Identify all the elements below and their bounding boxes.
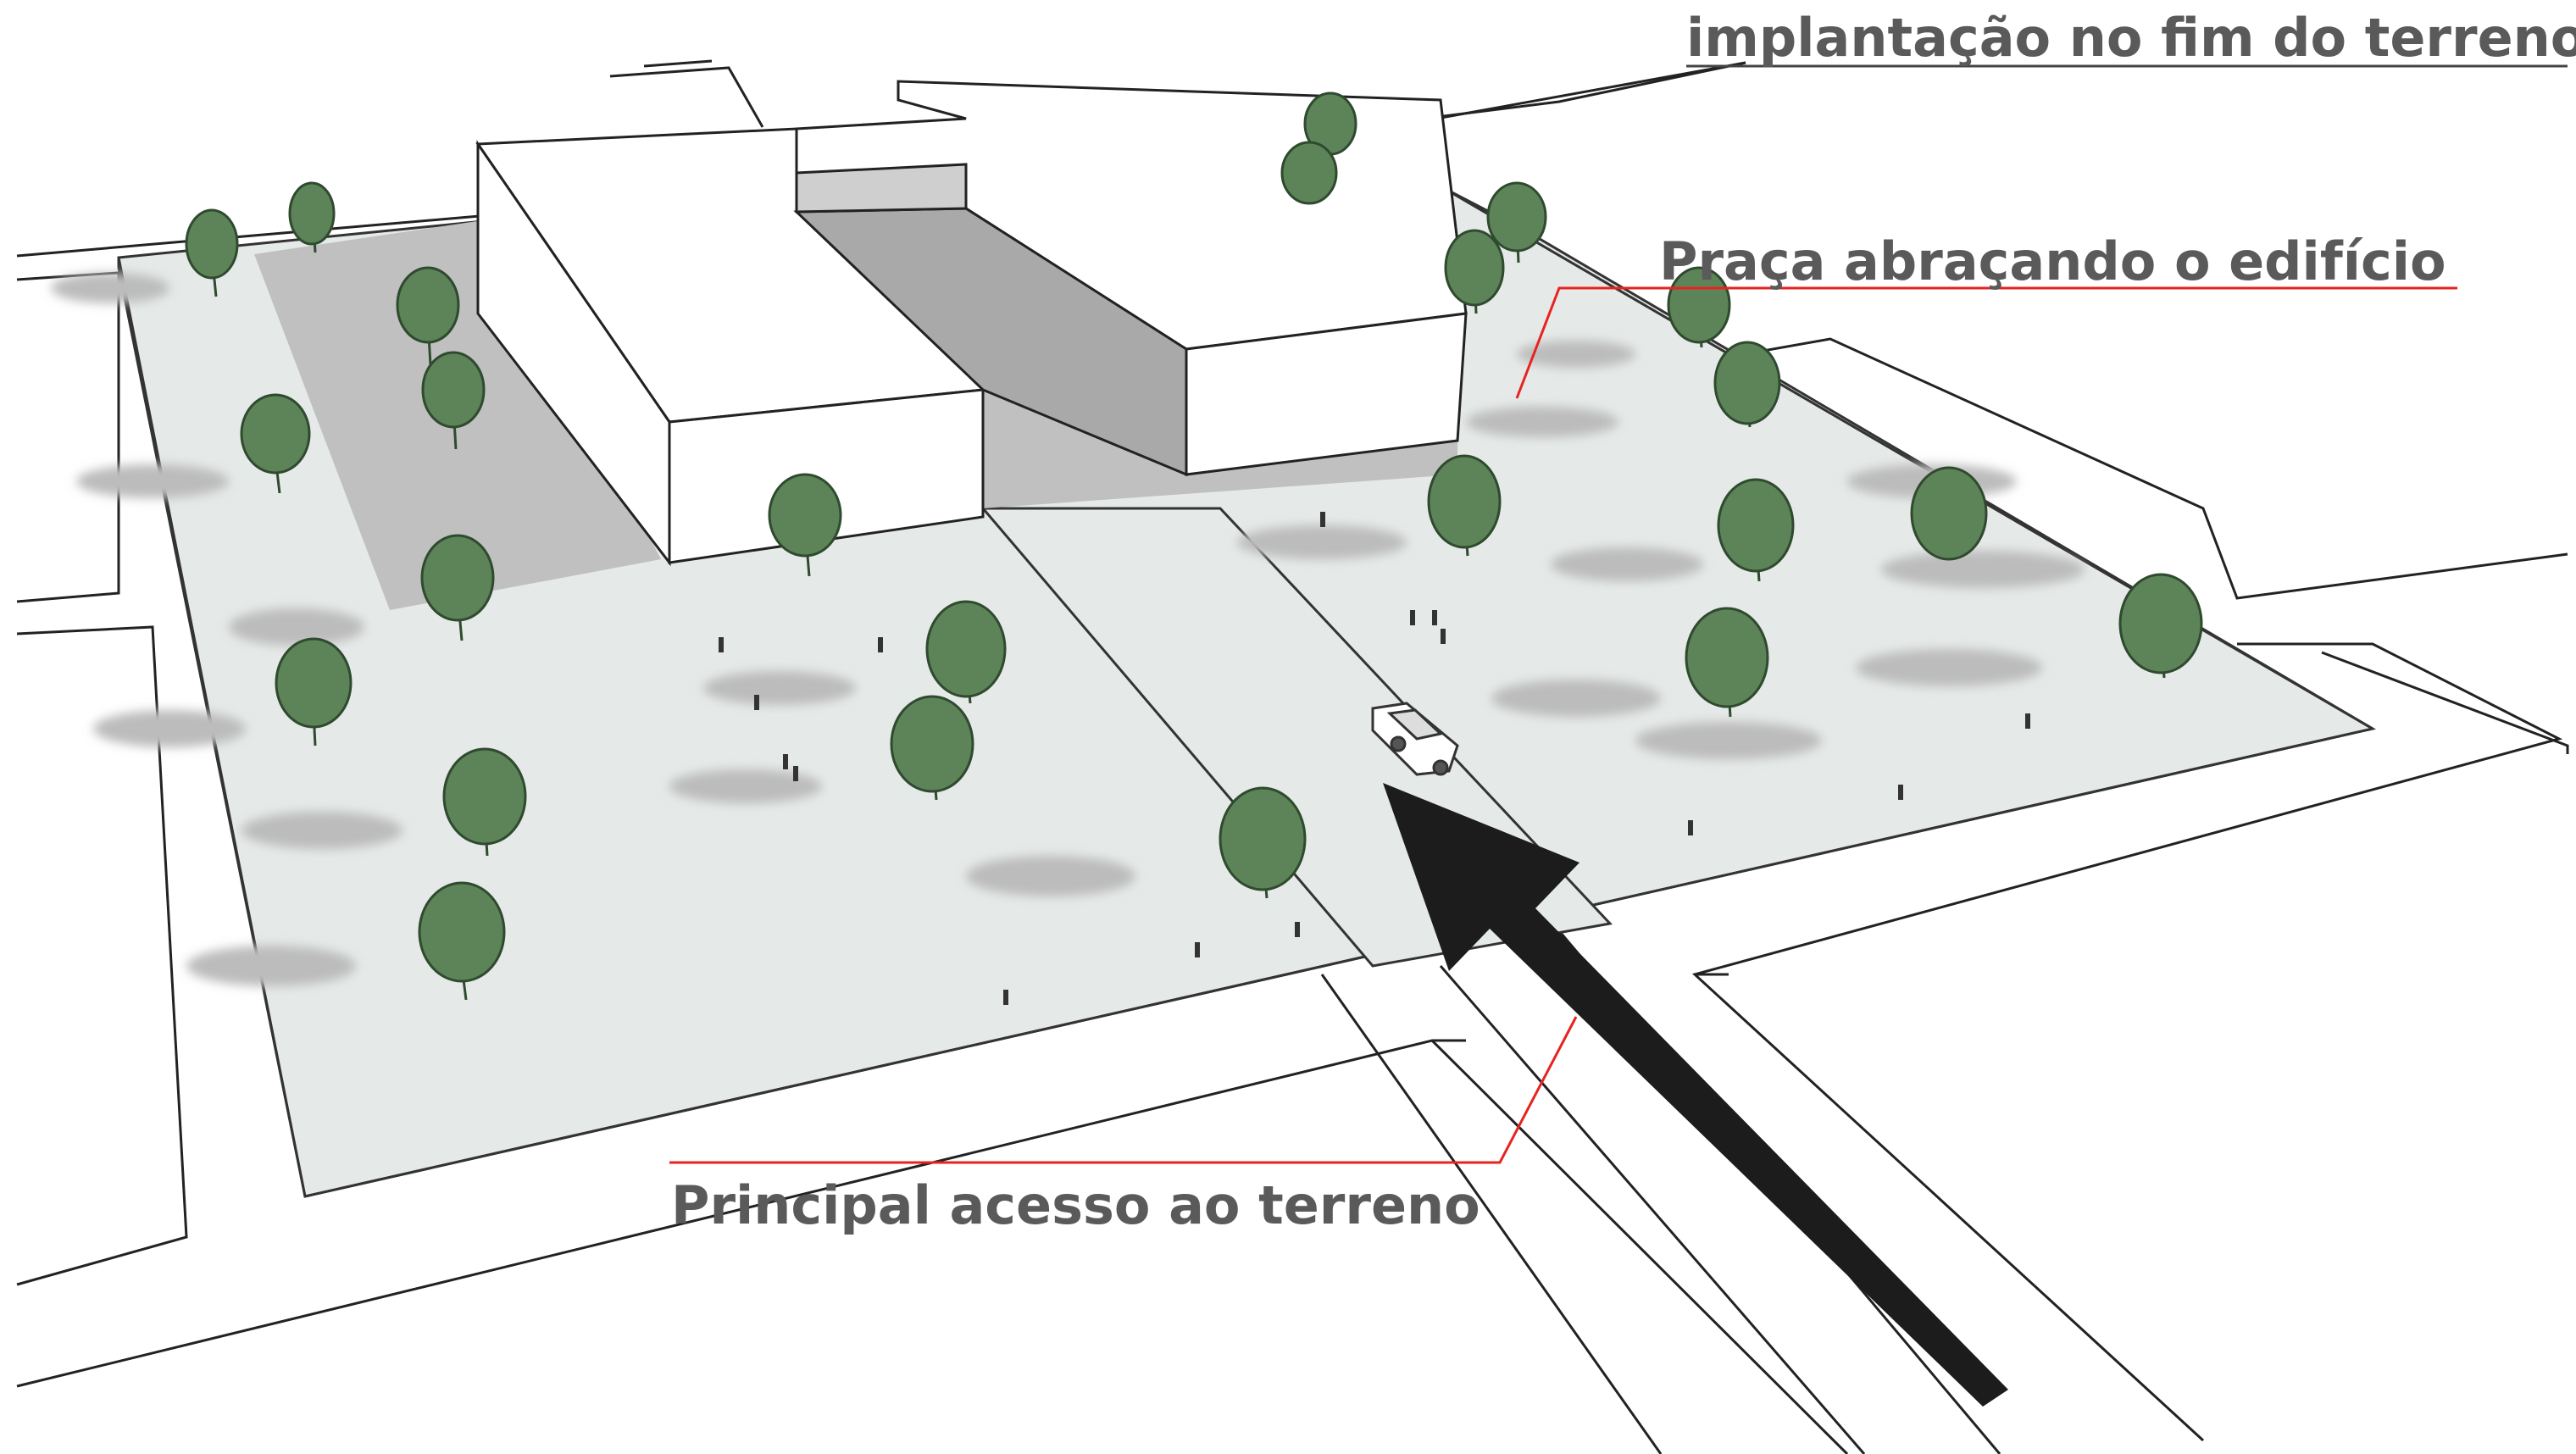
tree <box>2118 573 2203 679</box>
tree <box>1486 181 1547 264</box>
tree <box>925 600 1007 704</box>
main-access-annotation: Principal acesso ao terreno <box>671 1174 1480 1236</box>
trees <box>185 92 2203 1001</box>
tree <box>1717 478 1795 582</box>
tree <box>1444 229 1505 314</box>
tree <box>418 881 506 1001</box>
tree-shadows <box>51 273 2085 986</box>
tree <box>185 208 239 297</box>
tree <box>240 393 311 494</box>
access-arrow <box>1383 783 2008 1407</box>
tree <box>396 266 460 365</box>
tree <box>1685 607 1769 718</box>
car <box>1371 702 1459 776</box>
top-annotation: implantação no fim do terreno <box>1686 7 2576 69</box>
tree <box>768 473 842 577</box>
tree <box>288 181 336 253</box>
tree <box>275 637 353 746</box>
tree <box>1713 341 1781 428</box>
tree <box>442 747 527 857</box>
tree <box>1427 454 1502 557</box>
tree <box>420 534 495 641</box>
leader-lines <box>669 286 2457 1164</box>
plaza-annotation: Praça abraçando o edifício <box>1659 230 2446 292</box>
tree <box>1219 786 1307 899</box>
tree <box>421 351 486 450</box>
tree <box>1280 141 1338 205</box>
people <box>719 512 2030 1005</box>
tree <box>1667 266 1731 348</box>
tree <box>890 695 974 801</box>
building-left <box>475 127 985 567</box>
tree <box>1910 466 1988 561</box>
